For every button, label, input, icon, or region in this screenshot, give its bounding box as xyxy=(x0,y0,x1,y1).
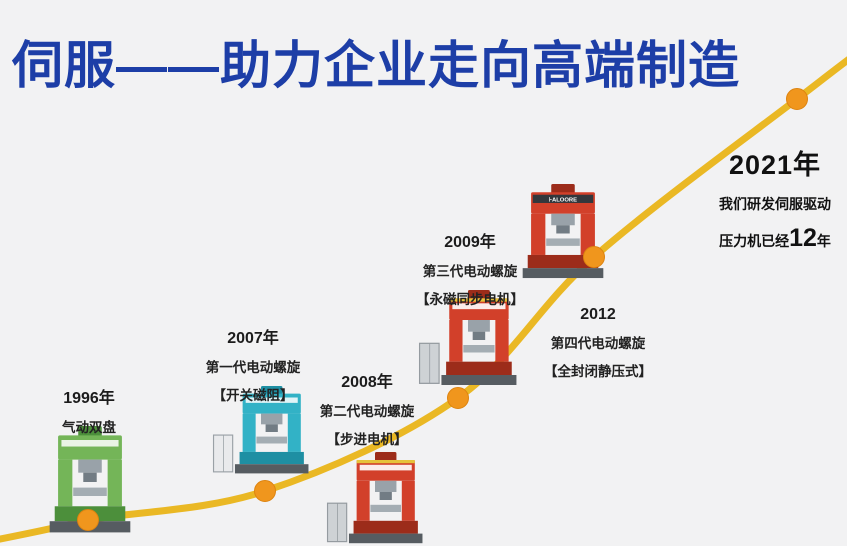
summary-year: 2021年 xyxy=(728,150,822,180)
milestone-detail: 【全封闭静压式】 xyxy=(544,364,652,379)
summary-line2-number: 12 xyxy=(789,224,817,252)
milestone-1996: 1996年 气动双盘 xyxy=(34,384,144,436)
milestone-name: 第四代电动螺旋 xyxy=(550,336,646,351)
press-machine-2009-icon xyxy=(418,290,517,385)
press-machine-2007 xyxy=(212,386,310,478)
milestone-name: 第一代电动螺旋 xyxy=(205,360,301,375)
milestone-detail: 【开关磁阻】 xyxy=(212,388,294,403)
milestone-year: 2007年 xyxy=(227,330,279,347)
milestone-2012: 2012 第四代电动螺旋 【全封闭静压式】 xyxy=(512,306,684,380)
press-machine-2012: ⊦ALOORE xyxy=(521,184,605,283)
milestone-year: 2008年 xyxy=(341,374,393,391)
milestone-year: 2012 xyxy=(580,306,616,323)
milestone-name: 第三代电动螺旋 xyxy=(422,264,518,279)
milestone-year: 1996年 xyxy=(63,390,115,407)
press-machine-2007-icon xyxy=(212,386,309,474)
press-machine-2008-icon xyxy=(326,452,423,544)
summary-line1: 我们研发伺服驱动 xyxy=(719,196,831,212)
milestone-detail: 【步进电机】 xyxy=(326,432,408,447)
milestone-detail: 【永磁同步电机】 xyxy=(416,292,524,307)
milestone-2021-summary: 2021年 我们研发伺服驱动 压力机已经12年 xyxy=(700,143,847,253)
milestone-2007: 2007年 第一代电动螺旋 【开关磁阻】 xyxy=(168,324,338,404)
summary-line2: 压力机已经12年 xyxy=(700,224,847,253)
summary-line2-prefix: 压力机已经 xyxy=(719,233,790,249)
milestone-2009: 2009年 第三代电动螺旋 【永磁同步电机】 xyxy=(382,228,558,308)
milestone-2008: 2008年 第二代电动螺旋 【步进电机】 xyxy=(282,368,452,448)
page-title: 伺服——助力企业走向高端制造 xyxy=(12,37,741,94)
press-machine-2012-icon: ⊦ALOORE xyxy=(522,184,604,279)
press-machine-2008 xyxy=(326,452,424,546)
summary-line2-suffix: 年 xyxy=(816,233,831,249)
milestone-year: 2009年 xyxy=(444,234,496,251)
milestone-name: 气动双盘 xyxy=(62,420,116,435)
press-machine-2009 xyxy=(418,290,518,390)
press-brand-label: ⊦ALOORE xyxy=(549,196,577,203)
milestone-name: 第二代电动螺旋 xyxy=(319,404,415,419)
